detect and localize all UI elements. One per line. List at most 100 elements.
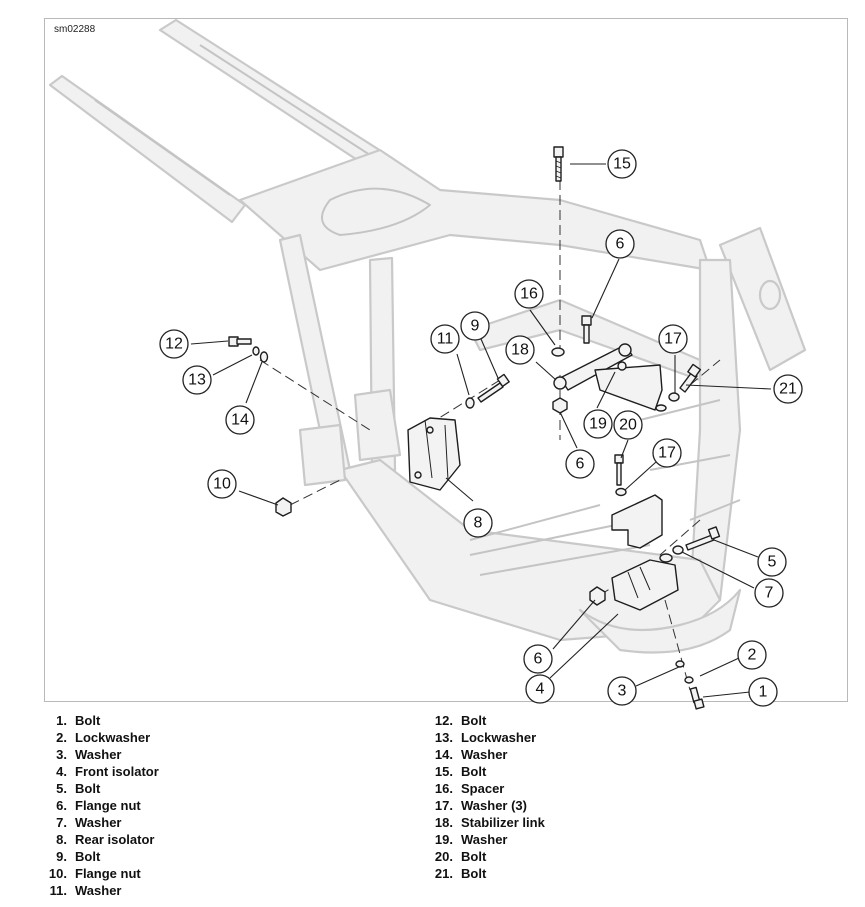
legend-item: 1.Bolt <box>56 713 101 728</box>
bolt-1 <box>689 686 705 710</box>
callout-2: 2 <box>737 640 767 670</box>
spacer <box>551 347 565 357</box>
svg-text:21: 21 <box>779 381 797 398</box>
svg-text:20: 20 <box>619 417 637 434</box>
bolt-21 <box>679 363 702 393</box>
bolt-stabilizer <box>581 315 592 344</box>
svg-text:4: 4 <box>536 681 545 698</box>
flange-nut-rear <box>275 497 292 517</box>
callout-4: 4 <box>525 674 555 704</box>
callout-3: 3 <box>607 676 637 706</box>
callout-15: 15 <box>607 149 637 179</box>
callout-11: 11 <box>430 324 460 354</box>
svg-text:8: 8 <box>474 515 483 532</box>
legend-item: 21.Bolt <box>434 866 487 881</box>
bolt-9 <box>477 373 510 403</box>
bolt-12 <box>228 336 252 347</box>
washer-11 <box>465 397 475 409</box>
legend-item: 18.Stabilizer link <box>434 815 545 830</box>
callout-16: 16 <box>514 279 544 309</box>
lockwasher-2 <box>684 676 694 684</box>
callouts: 1 2 3 4 5 6 6 6 7 8 9 10 11 12 13 14 15 … <box>159 149 803 707</box>
callout-12: 12 <box>159 329 189 359</box>
callout-10: 10 <box>207 469 237 499</box>
parts-legend-right: 12.Bolt 13.Lockwasher 14.Washer 15.Bolt … <box>429 712 545 882</box>
washer-7 <box>672 545 684 555</box>
svg-text:14: 14 <box>231 412 249 429</box>
svg-text:12: 12 <box>165 336 183 353</box>
callout-6-middle: 6 <box>565 449 595 479</box>
legend-item: 12.Bolt <box>434 713 487 728</box>
callout-6-bottom: 6 <box>523 644 553 674</box>
front-isolator <box>611 553 679 611</box>
callout-19: 19 <box>583 409 613 439</box>
svg-text:2: 2 <box>748 647 757 664</box>
callout-17-lower: 17 <box>652 438 682 468</box>
callout-14: 14 <box>225 405 255 435</box>
svg-text:17: 17 <box>658 445 676 462</box>
callout-6-top: 6 <box>605 229 635 259</box>
front-mount-bracket <box>611 494 663 549</box>
svg-text:15: 15 <box>613 156 631 173</box>
callout-1: 1 <box>748 677 778 707</box>
legend-item: 19.Washer <box>434 832 508 847</box>
legend-item: 14.Washer <box>434 747 508 762</box>
svg-text:1: 1 <box>759 684 768 701</box>
legend-item: 4.Front isolator <box>56 764 159 779</box>
assembly-lines <box>259 180 721 691</box>
legend-item: 7.Washer <box>56 815 122 830</box>
legend-item: 3.Washer <box>56 747 122 762</box>
legend-item: 20.Bolt <box>434 849 487 864</box>
stabilizer-bracket <box>594 364 663 411</box>
legend-item: 5.Bolt <box>56 781 101 796</box>
callout-20: 20 <box>613 410 643 440</box>
legend-item: 9.Bolt <box>56 849 101 864</box>
svg-text:5: 5 <box>768 554 777 571</box>
callout-18: 18 <box>505 335 535 365</box>
washer-3 <box>675 660 685 668</box>
hardware-parts <box>228 146 721 710</box>
bolt-15 <box>553 146 564 182</box>
parts-legend-left: 1.Bolt 2.Lockwasher 3.Washer 4.Front iso… <box>43 712 159 899</box>
flange-nut-link <box>552 397 568 414</box>
svg-text:16: 16 <box>520 286 538 303</box>
legend-item: 10.Flange nut <box>48 866 141 881</box>
callout-7: 7 <box>754 578 784 608</box>
legend-item: 2.Lockwasher <box>56 730 151 745</box>
legend-item: 11.Washer <box>49 883 122 898</box>
motorcycle-frame <box>48 18 807 654</box>
svg-text:11: 11 <box>437 331 454 348</box>
washer-17-lower <box>615 487 627 497</box>
legend-item: 15.Bolt <box>434 764 487 779</box>
diagram-frame <box>44 18 848 702</box>
svg-text:6: 6 <box>616 236 625 253</box>
callout-21: 21 <box>773 374 803 404</box>
callout-8: 8 <box>463 508 493 538</box>
bolt-20 <box>614 454 624 486</box>
legend-item: 6.Flange nut <box>56 798 141 813</box>
svg-text:7: 7 <box>765 585 774 602</box>
legend-item: 8.Rear isolator <box>56 832 155 847</box>
leader-lines <box>190 163 772 698</box>
stabilizer-link <box>553 343 633 391</box>
svg-text:17: 17 <box>664 331 682 348</box>
callout-13: 13 <box>182 365 212 395</box>
svg-text:13: 13 <box>188 372 206 389</box>
svg-text:9: 9 <box>471 318 480 335</box>
callout-9: 9 <box>460 311 490 341</box>
svg-text:6: 6 <box>534 651 543 668</box>
washer-14 <box>259 351 269 363</box>
legend-item: 13.Lockwasher <box>434 730 537 745</box>
callout-5: 5 <box>757 547 787 577</box>
washer-17-upper <box>668 392 680 402</box>
legend-item: 17.Washer (3) <box>434 798 527 813</box>
flange-nut-front <box>589 586 606 606</box>
callout-17-upper: 17 <box>658 324 688 354</box>
svg-text:19: 19 <box>589 416 607 433</box>
lockwasher-13 <box>252 346 260 356</box>
svg-text:10: 10 <box>213 476 231 493</box>
rear-isolator <box>407 417 461 491</box>
legend-item: 16.Spacer <box>434 781 505 796</box>
document-id: sm02288 <box>54 24 96 35</box>
